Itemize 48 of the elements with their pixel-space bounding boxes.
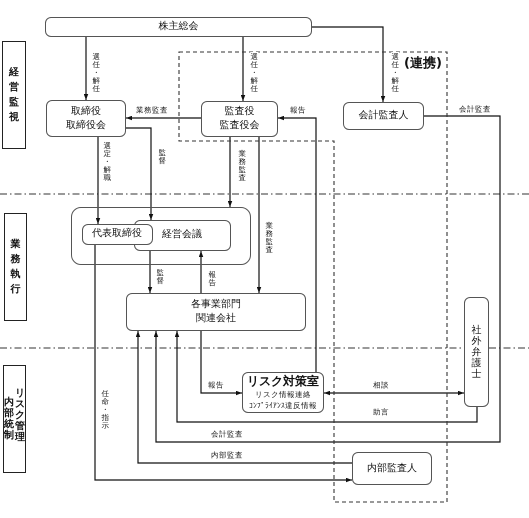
node-label: 経営会議 — [162, 228, 202, 242]
section-box — [3, 365, 26, 473]
node-label: 取締役会 — [66, 118, 106, 132]
region-label: (連携) — [404, 54, 442, 72]
arrow — [198, 251, 204, 293]
rounded-box — [352, 452, 432, 485]
arrow — [84, 37, 88, 100]
node-label: 代表取締役 — [92, 227, 142, 242]
rounded-box — [242, 372, 324, 413]
section-label: 内部統制 — [4, 397, 14, 441]
group-box — [71, 207, 251, 265]
rounded-box — [201, 101, 278, 137]
rounded-box — [464, 297, 489, 407]
arrow — [154, 115, 501, 443]
arrow — [96, 137, 100, 224]
node-label: 取締役 — [71, 104, 101, 118]
node-label: 関連会社 — [196, 312, 236, 326]
node-label: 内部監査人 — [367, 462, 417, 476]
node-label: 監査役 — [224, 105, 254, 119]
section-box — [2, 41, 26, 149]
section-label: リスク管理 — [15, 388, 25, 442]
rounded-box — [45, 17, 312, 37]
arrow — [126, 116, 201, 120]
arrow — [148, 251, 152, 293]
arrow — [228, 137, 232, 207]
arrow — [256, 137, 262, 293]
double-arrow — [324, 390, 464, 396]
arrow — [136, 331, 352, 464]
arrow — [94, 245, 352, 482]
section-label: 経営監視 — [9, 66, 19, 125]
rounded-box — [343, 102, 424, 130]
node-label: 各事業部門 — [191, 298, 241, 312]
rounded-box — [82, 224, 153, 245]
rounded-box — [46, 100, 126, 137]
node-label: 会計監査人 — [358, 109, 408, 123]
arrow — [312, 26, 386, 102]
arrow — [174, 331, 478, 423]
arrow — [200, 331, 242, 396]
arrow — [240, 37, 246, 101]
node-label: 監査役会 — [220, 119, 260, 133]
node-title: リスク対策室 — [247, 374, 319, 389]
arrow — [126, 127, 154, 220]
section-box — [4, 213, 27, 321]
node-label: 社外弁護士 — [472, 324, 482, 380]
section-label: 業務執行 — [10, 238, 20, 297]
rounded-box — [126, 293, 306, 331]
node-label: 株主総会 — [158, 20, 198, 34]
arrow — [278, 116, 317, 372]
